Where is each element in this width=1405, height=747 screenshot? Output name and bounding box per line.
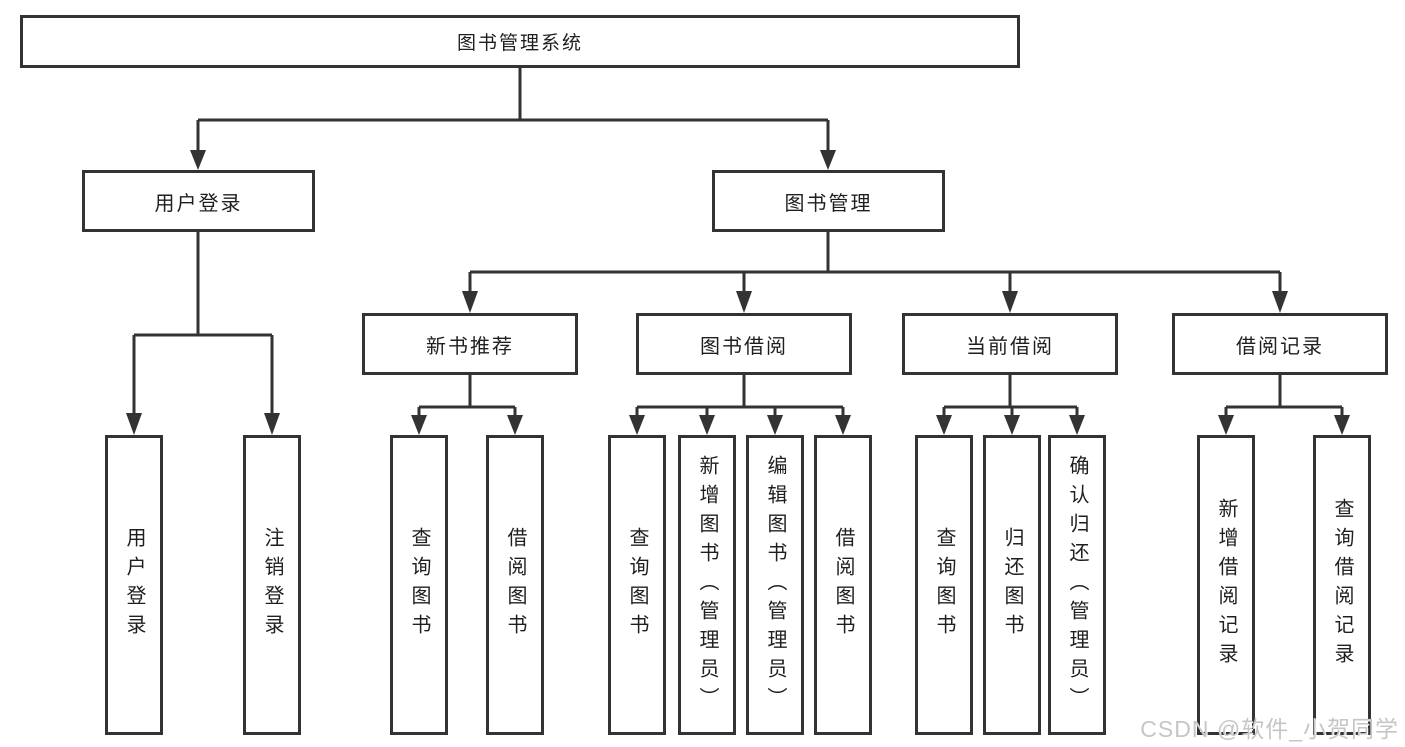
arrowhead xyxy=(1334,415,1350,435)
arrowhead xyxy=(820,150,836,170)
leaf-add-book-admin: 新增图书（管理员） xyxy=(678,435,736,735)
node-book-borrow: 图书借阅 xyxy=(636,313,852,375)
arrowhead xyxy=(411,415,427,435)
arrowhead xyxy=(1004,415,1020,435)
connector-book-borrow-children xyxy=(629,375,851,435)
node-new-book-recommend: 新书推荐 xyxy=(362,313,578,375)
arrowhead xyxy=(629,415,645,435)
arrowhead xyxy=(835,415,851,435)
leaf-confirm-return-admin: 确认归还（管理员） xyxy=(1048,435,1106,735)
arrowhead xyxy=(264,413,280,435)
leaf-current-query-books: 查询图书 xyxy=(915,435,973,735)
leaf-user-login: 用户登录 xyxy=(105,435,163,735)
leaf-edit-book-admin: 编辑图书（管理员） xyxy=(746,435,804,735)
arrowhead xyxy=(126,413,142,435)
arrowhead xyxy=(736,291,752,313)
arrowhead xyxy=(507,415,523,435)
arrowhead xyxy=(1069,415,1085,435)
node-book-management: 图书管理 xyxy=(712,170,945,232)
leaf-recommend-query-books: 查询图书 xyxy=(390,435,448,735)
arrowhead xyxy=(936,415,952,435)
connector-new-book-recommend-children xyxy=(411,375,523,435)
node-user-login: 用户登录 xyxy=(82,170,315,232)
connector-user-login-children xyxy=(126,232,280,435)
connector-root-to-level2 xyxy=(190,68,836,170)
leaf-borrow-query-books: 查询图书 xyxy=(608,435,666,735)
leaf-query-borrow-record: 查询借阅记录 xyxy=(1313,435,1371,735)
leaf-borrow-book: 借阅图书 xyxy=(814,435,872,735)
connector-borrow-records-children xyxy=(1218,375,1350,435)
arrowhead xyxy=(1002,291,1018,313)
arrowhead xyxy=(190,150,206,170)
arrowhead xyxy=(462,291,478,313)
leaf-add-borrow-record: 新增借阅记录 xyxy=(1197,435,1255,735)
connector-current-borrow-children xyxy=(936,375,1085,435)
arrowhead xyxy=(1218,415,1234,435)
arrowhead xyxy=(767,415,783,435)
leaf-logout: 注销登录 xyxy=(243,435,301,735)
leaf-recommend-borrow-books: 借阅图书 xyxy=(486,435,544,735)
arrowhead xyxy=(1272,291,1288,313)
leaf-return-book: 归还图书 xyxy=(983,435,1041,735)
connector-book-management-children xyxy=(462,232,1288,313)
arrowhead xyxy=(699,415,715,435)
node-root-system: 图书管理系统 xyxy=(20,15,1020,68)
node-borrow-records: 借阅记录 xyxy=(1172,313,1388,375)
node-current-borrow: 当前借阅 xyxy=(902,313,1118,375)
